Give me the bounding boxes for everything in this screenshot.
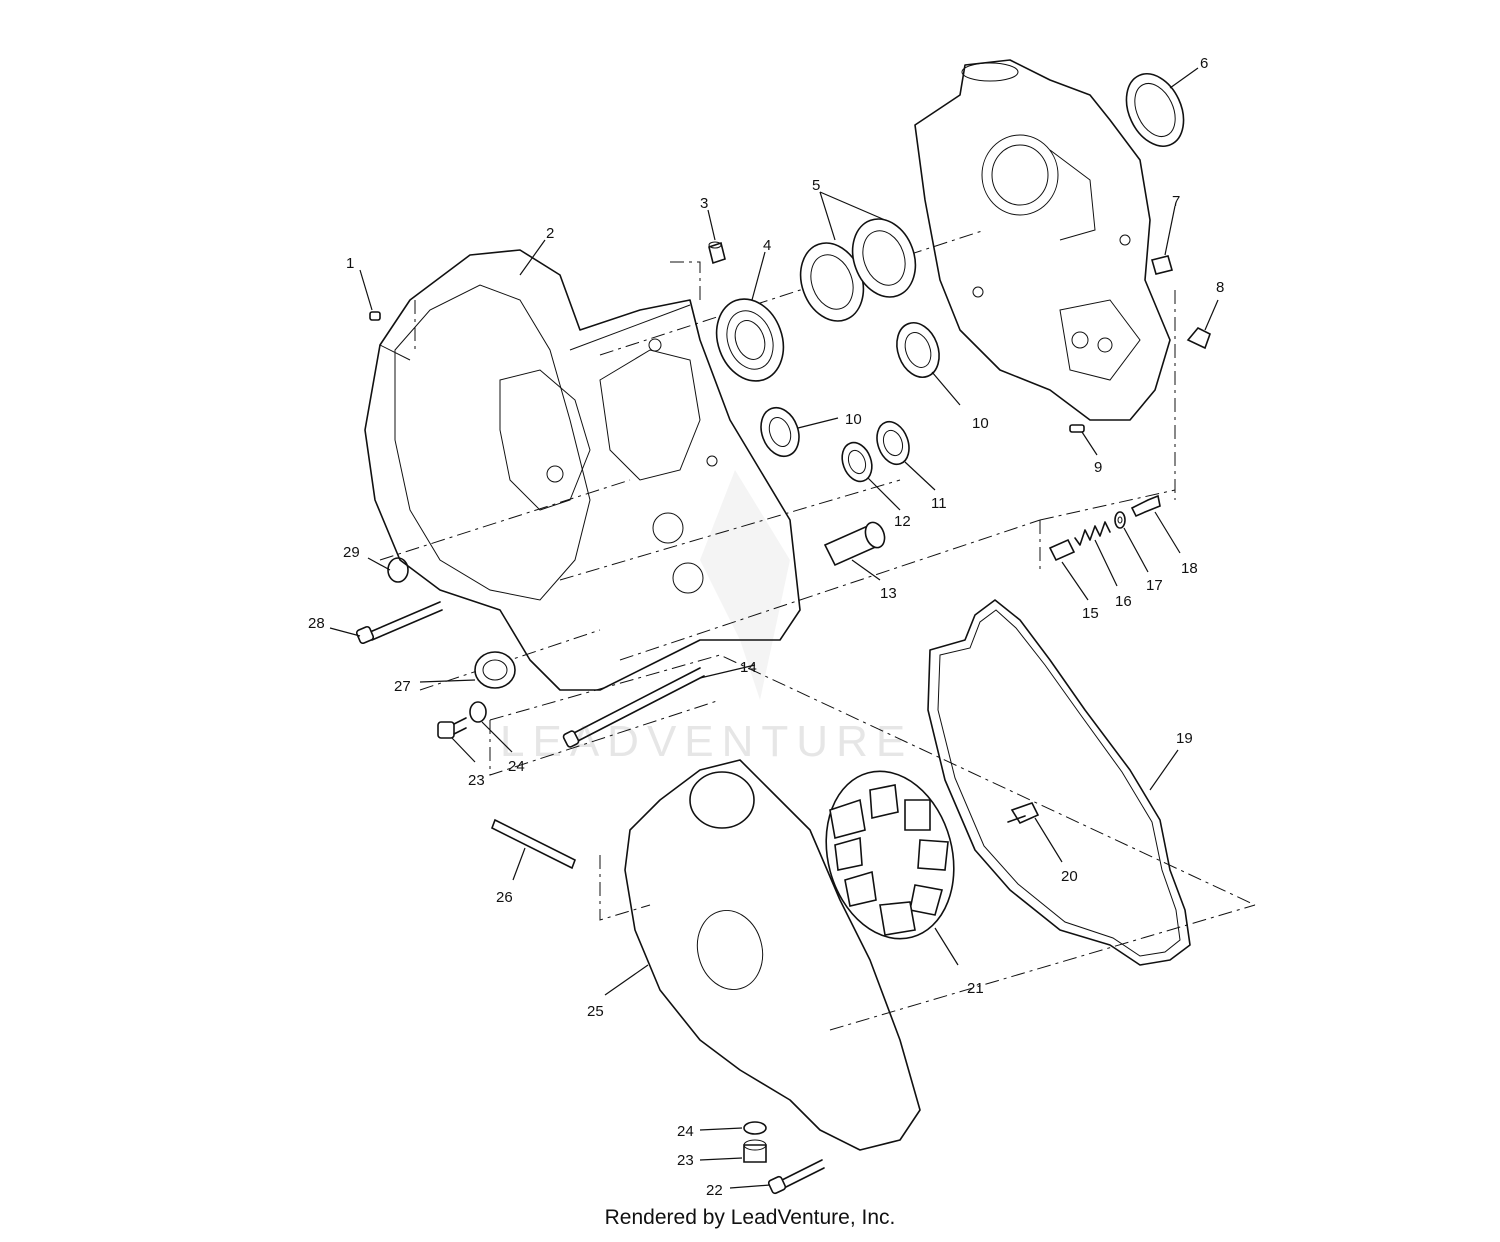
callout-11: 11 xyxy=(931,495,947,512)
bearing-pair-part-5 xyxy=(799,218,917,322)
bolt-part-18 xyxy=(1130,494,1161,518)
callout-5: 5 xyxy=(812,177,820,194)
callout-20: 20 xyxy=(1061,868,1078,885)
fitting-part-20 xyxy=(1007,802,1040,825)
callout-7: 7 xyxy=(1172,193,1180,210)
callout-4: 4 xyxy=(763,237,771,254)
washer-part-17 xyxy=(1114,511,1126,529)
watermark-text: LEADVENTURE xyxy=(500,717,913,766)
bearing-part-4 xyxy=(715,298,785,382)
render-credit: Rendered by LeadVenture, Inc. xyxy=(604,1206,896,1229)
washer-part-24-upper xyxy=(469,701,487,723)
callout-3: 3 xyxy=(700,195,708,212)
bolt-part-22 xyxy=(767,1159,825,1195)
sleeve-part-13 xyxy=(823,521,886,567)
seal-part-12 xyxy=(841,441,873,483)
bolt-part-28 xyxy=(355,601,443,645)
bearing-part-11 xyxy=(876,420,910,466)
spring-part-16 xyxy=(1074,521,1111,546)
callout-21: 21 xyxy=(967,980,984,997)
bolt-part-23-upper xyxy=(437,717,467,739)
callout-24-lower: 24 xyxy=(677,1123,694,1140)
callout-9: 9 xyxy=(1094,459,1102,476)
callout-12: 12 xyxy=(894,513,911,530)
stud-part-14 xyxy=(562,667,705,748)
callout-2: 2 xyxy=(546,225,554,242)
plug-part-23-lower xyxy=(743,1139,767,1163)
callout-10-upper: 10 xyxy=(972,415,989,432)
crankcase-cover-right xyxy=(914,59,1171,421)
o-ring-part-29 xyxy=(387,557,409,583)
callout-26: 26 xyxy=(496,889,513,906)
callout-19: 19 xyxy=(1176,730,1193,747)
dowel-pin-part-3 xyxy=(708,241,726,265)
callout-27: 27 xyxy=(394,678,411,695)
washer-part-24-lower xyxy=(743,1121,767,1135)
bearing-part-10-upper xyxy=(896,322,940,378)
callout-23-upper: 23 xyxy=(468,772,485,789)
callout-14: 14 xyxy=(740,659,757,676)
callout-17: 17 xyxy=(1146,577,1163,594)
gasket-part-19 xyxy=(927,599,1191,966)
crankcase-half-part-2 xyxy=(364,249,801,691)
seal-part-27 xyxy=(474,651,516,689)
callout-23-lower: 23 xyxy=(677,1152,694,1169)
fitting-part-8 xyxy=(1186,327,1211,350)
callout-28: 28 xyxy=(308,615,325,632)
callout-15: 15 xyxy=(1082,605,1099,622)
callout-8: 8 xyxy=(1216,279,1224,296)
dowel-pin-part-1 xyxy=(369,311,381,321)
callout-25: 25 xyxy=(587,1003,604,1020)
dowel-pin-part-7 xyxy=(1151,255,1173,275)
callout-leader-lines xyxy=(329,67,1219,1189)
outer-cover-part-25 xyxy=(624,759,921,1151)
strip-part-26 xyxy=(490,818,577,870)
pin-part-9 xyxy=(1069,424,1085,433)
dampener-part-21 xyxy=(825,770,955,940)
callout-24-upper: 24 xyxy=(508,758,525,775)
watermark-logo xyxy=(700,470,790,700)
plunger-part-15 xyxy=(1048,538,1076,562)
callout-6: 6 xyxy=(1200,55,1208,72)
callout-labels: 1 2 3 4 5 6 7 8 9 10 10 11 12 13 14 15 1… xyxy=(308,55,1224,1199)
callout-1: 1 xyxy=(346,255,354,272)
callout-16: 16 xyxy=(1115,593,1132,610)
callout-22: 22 xyxy=(706,1182,723,1199)
callout-13: 13 xyxy=(880,585,897,602)
callout-18: 18 xyxy=(1181,560,1198,577)
callout-29: 29 xyxy=(343,544,360,561)
callout-10-lower: 10 xyxy=(845,411,862,428)
oil-seal-part-6 xyxy=(1125,73,1185,147)
bearing-part-10-lower xyxy=(760,406,800,458)
